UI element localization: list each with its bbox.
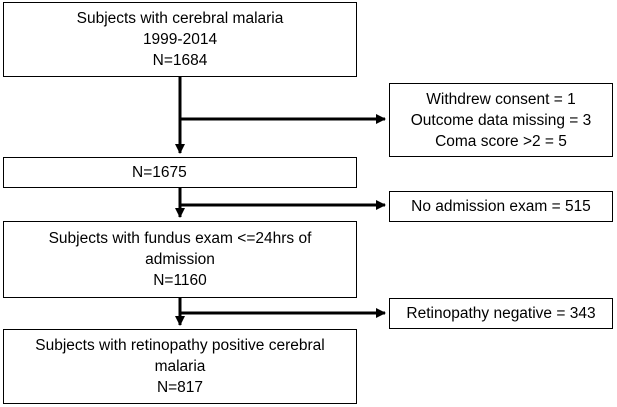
exclusion-box-1: Withdrew consent = 1 Outcome data missin… — [389, 83, 613, 157]
main-box-enrolled-line-2: 1999-2014 — [142, 31, 218, 48]
exclusion-box-1-line-3: Coma score >2 = 5 — [435, 132, 567, 150]
main-box-eligible-line-1: N=1675 — [132, 164, 187, 181]
exclusion-box-2: No admission exam = 515 — [389, 191, 613, 222]
main-box-fundus-exam-line-2: admission — [145, 251, 215, 268]
main-box-fundus-exam-line-1: Subjects with fundus exam <=24hrs of — [48, 230, 312, 247]
main-box-retinopathy-positive-line-3: N=817 — [156, 379, 204, 396]
main-box-enrolled: Subjects with cerebral malaria 1999-2014… — [3, 2, 357, 77]
main-box-fundus-exam-line-3: N=1160 — [153, 272, 207, 289]
exclusion-box-3: Retinopathy negative = 343 — [389, 298, 613, 329]
main-box-eligible: N=1675 — [3, 157, 357, 188]
main-box-enrolled-line-1: Subjects with cerebral malaria — [76, 10, 284, 27]
exclusion-box-1-line-2: Outcome data missing = 3 — [410, 111, 592, 129]
main-box-enrolled-line-3: N=1684 — [152, 52, 208, 69]
main-box-retinopathy-positive-line-1: Subjects with retinopathy positive cereb… — [35, 337, 325, 354]
main-box-fundus-exam: Subjects with fundus exam <=24hrs of adm… — [3, 221, 357, 298]
exclusion-box-1-line-1: Withdrew consent = 1 — [426, 90, 576, 108]
exclusion-box-3-line-1: Retinopathy negative = 343 — [406, 305, 596, 322]
main-box-retinopathy-positive: Subjects with retinopathy positive cereb… — [3, 329, 357, 404]
main-box-retinopathy-positive-line-2: malaria — [154, 358, 206, 375]
exclusion-box-2-line-1: No admission exam = 515 — [411, 198, 591, 215]
